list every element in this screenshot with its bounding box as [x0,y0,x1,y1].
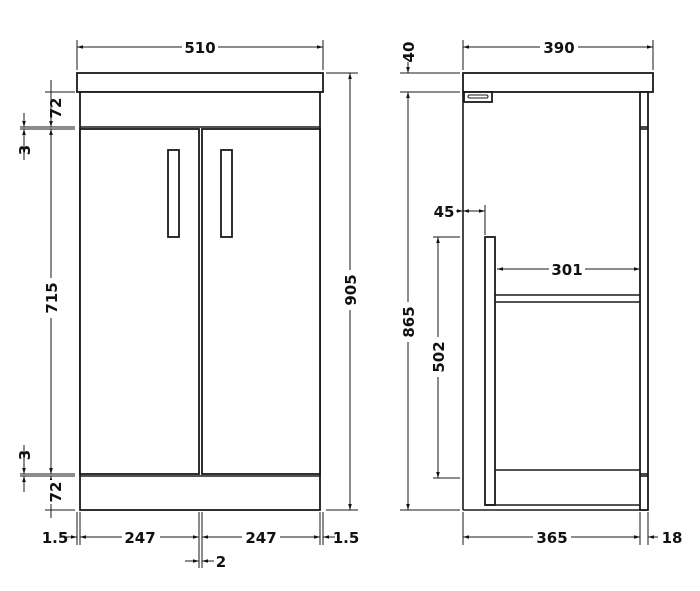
dim-gap-top: 3 [16,145,34,155]
dim-side-left: 1.5 [42,529,69,547]
dim-overall-height: 905 [342,274,360,305]
dim-door-gap: 2 [216,553,226,571]
dim-top-rail: 72 [47,98,65,119]
left-door-handle [167,149,180,238]
right-door-handle [220,149,233,238]
dim-side-right: 1.5 [333,529,360,547]
overflow-slot [463,91,493,103]
dim-worktop-thickness: 40 [400,42,418,63]
dim-overall-width: 510 [184,39,215,57]
dim-door-thickness: 18 [662,529,683,547]
worktop-side [462,72,654,93]
door-profile [639,91,649,511]
right-door [201,128,321,475]
dim-left-door-width: 247 [124,529,155,547]
left-door [79,128,200,475]
front-view: 510 905 72 3 715 3 72 1.5 247 [16,39,360,571]
dim-carcass-depth: 365 [536,529,567,547]
dim-inset: 45 [434,203,455,221]
dim-door-height: 715 [43,282,61,313]
dim-shelf-depth: 301 [551,261,582,279]
inner-frame-upright [484,236,496,506]
dim-carcass-height: 865 [400,306,418,337]
dim-gap-bottom: 3 [16,450,34,460]
dim-overall-depth: 390 [543,39,574,57]
side-view: 390 40 865 45 301 502 365 18 [400,39,682,547]
dim-plinth: 72 [47,482,65,503]
dim-inner-height: 502 [430,341,448,372]
worktop-front [76,72,324,93]
dim-right-door-width: 247 [245,529,276,547]
